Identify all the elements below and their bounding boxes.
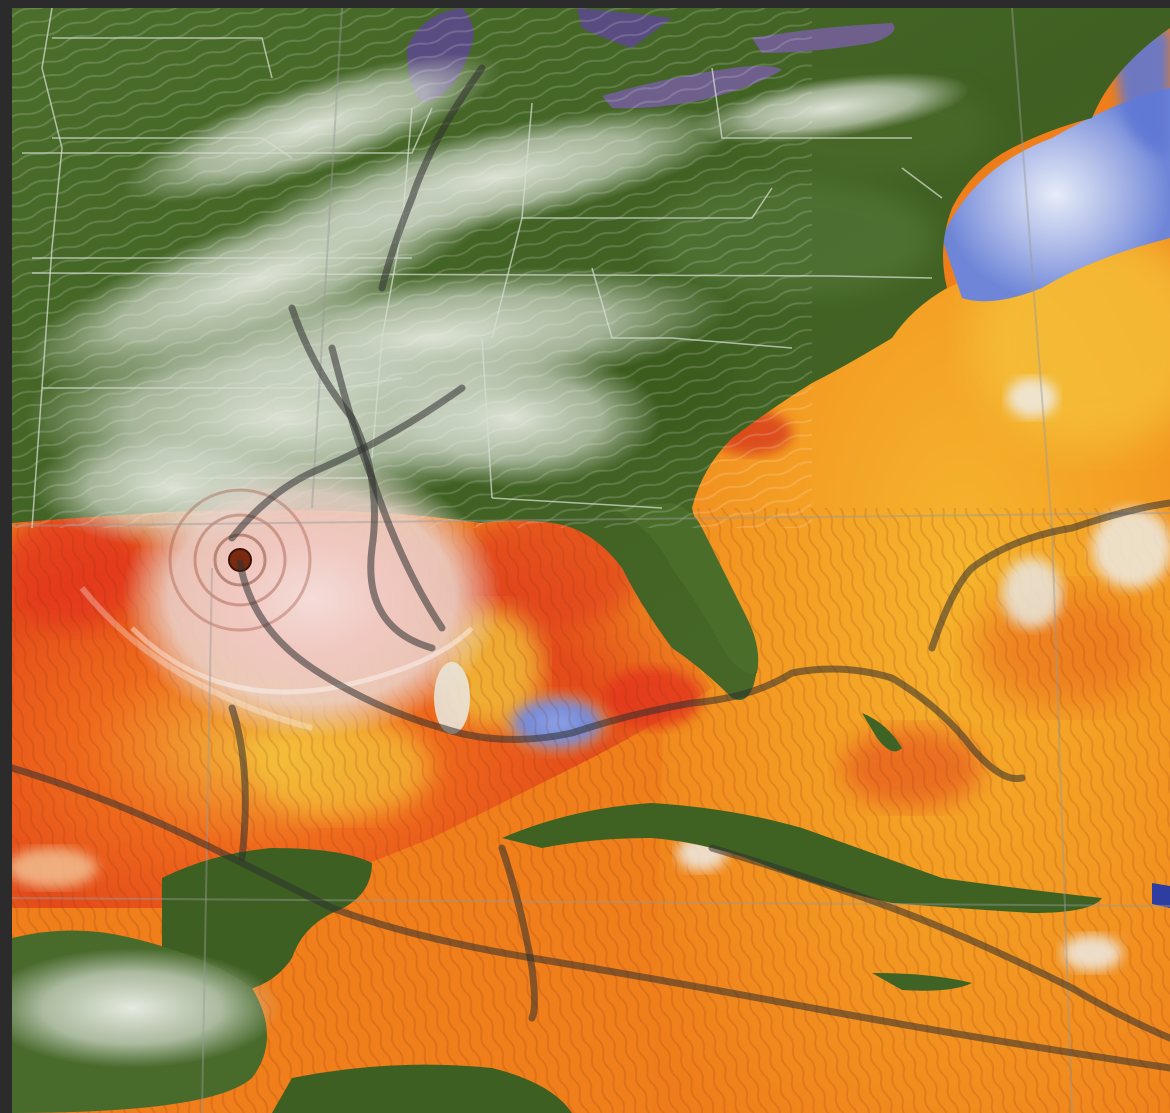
satellite-map[interactable] bbox=[12, 8, 1170, 1113]
land-florida bbox=[612, 503, 759, 674]
land-bahamas bbox=[862, 713, 902, 752]
storm-track-line bbox=[12, 64, 1170, 1072]
caribbean-clouds bbox=[12, 378, 1170, 971]
cool-northeast-water bbox=[942, 88, 1170, 302]
graticule bbox=[12, 8, 1170, 1113]
cloud-cover bbox=[12, 8, 971, 548]
land-yucatan bbox=[162, 848, 372, 993]
land-jamaica bbox=[872, 973, 972, 991]
sea-surface-temperature-map bbox=[12, 8, 1170, 1113]
land-cuba bbox=[502, 803, 1102, 913]
hurricane-system bbox=[79, 458, 502, 738]
land-central-america bbox=[272, 1064, 572, 1113]
land-hispaniola bbox=[1152, 883, 1170, 908]
state-borders bbox=[22, 8, 943, 529]
